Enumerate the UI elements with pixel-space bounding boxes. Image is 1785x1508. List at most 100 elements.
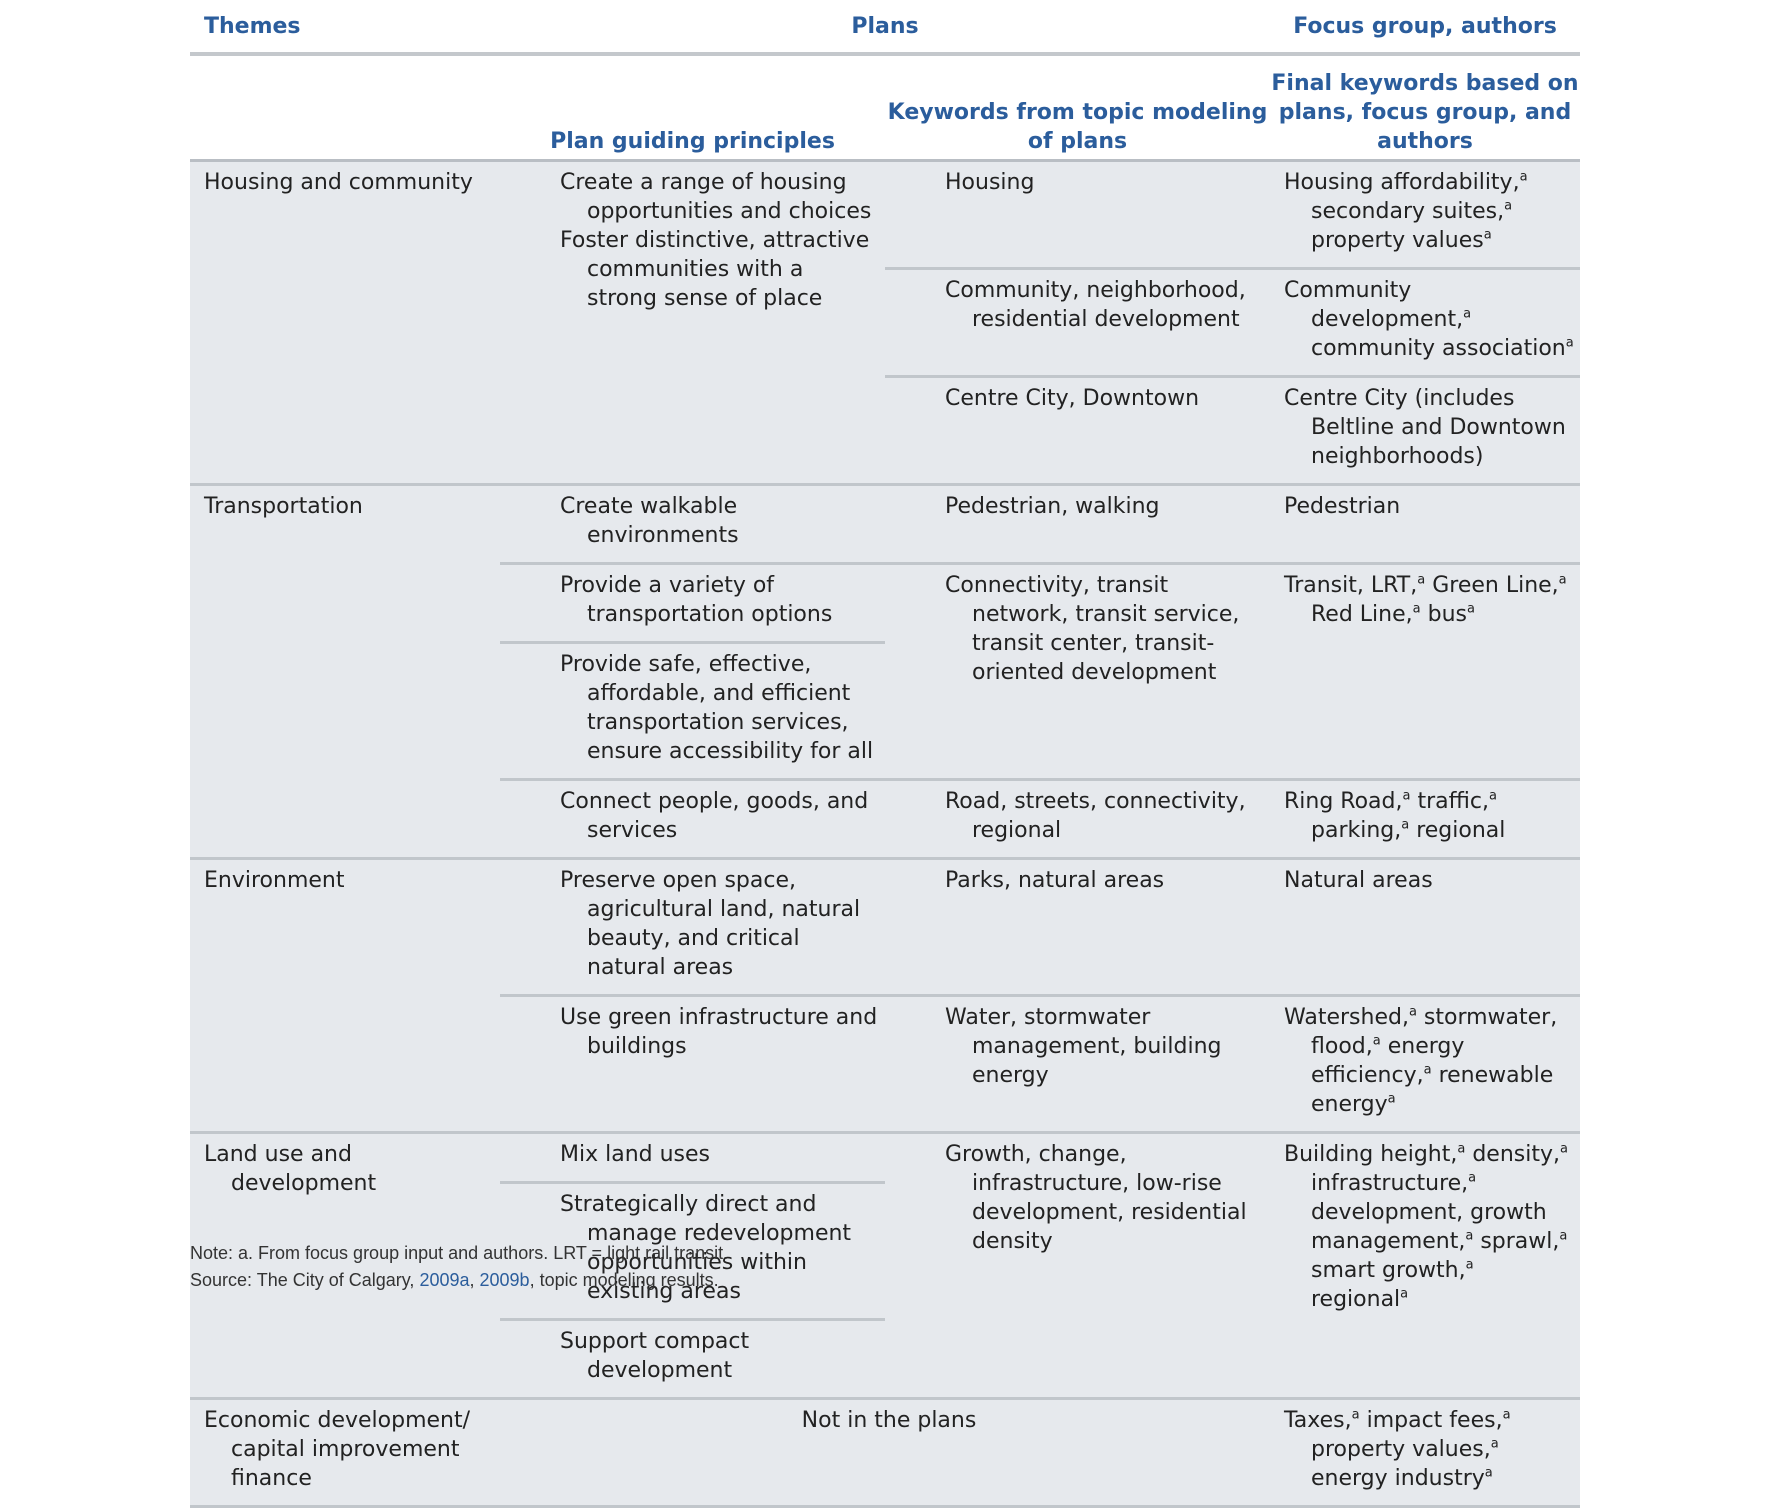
keyword-cell: Housing <box>885 160 1270 270</box>
footnote-mark: a <box>1400 1286 1409 1302</box>
source-link-2009b[interactable]: 2009b <box>479 1270 530 1290</box>
table-notes: Note: a. From focus group input and auth… <box>190 1240 728 1294</box>
header-row-top: Themes Plans Focus group, authors <box>190 0 1580 56</box>
source-link-2009a[interactable]: 2009a <box>419 1270 470 1290</box>
table-row: Provide a variety of transportation opti… <box>190 563 1580 781</box>
keyword-cell: Water, stormwater management, building e… <box>885 995 1270 1134</box>
theme-cell: Transportation <box>190 484 500 860</box>
keywords-table: Themes Plans Focus group, authors Plan g… <box>190 0 1580 1508</box>
footnote-mark: a <box>1483 227 1492 243</box>
footnote-mark: a <box>1372 1033 1381 1049</box>
table-row: Use green infrastructure and buildings W… <box>190 995 1580 1134</box>
footnote-mark: a <box>1408 1004 1417 1020</box>
final-cell: Housing affordability,a secondary suites… <box>1270 160 1580 270</box>
principle-cell: Preserve open space, agricultural land, … <box>500 858 885 997</box>
final-text: Centre City (includes Beltline and Downt… <box>1284 386 1566 469</box>
footnote-mark: a <box>1463 306 1472 322</box>
final-cell: Transit, LRT,a Green Line,a Red Line,a b… <box>1270 563 1580 781</box>
source-line: Source: The City of Calgary, 2009a, 2009… <box>190 1270 719 1290</box>
theme-label: Land use and development <box>204 1142 377 1196</box>
footnote-mark: a <box>1412 601 1421 617</box>
keyword-cell: Connectivity, transit network, transit s… <box>885 563 1270 781</box>
principle-text: Mix land uses <box>560 1142 711 1167</box>
principle-cell: Provide safe, effective, affordable, and… <box>500 642 885 781</box>
table-row: Connect people, goods, and services Road… <box>190 779 1580 860</box>
principle-cell: Provide a variety of transportation opti… <box>500 563 885 644</box>
keyword-text: Housing <box>945 170 1035 195</box>
final-text: Ring Road,a traffic,a parking,a regional <box>1284 788 1506 843</box>
theme-label: Housing and community <box>204 170 473 195</box>
footnote-mark: a <box>1559 1228 1568 1244</box>
principle-cell: Connect people, goods, and services <box>500 779 885 860</box>
final-text: Housing affordability,a secondary suites… <box>1284 169 1528 253</box>
keyword-text: Parks, natural areas <box>945 868 1165 893</box>
footnote-mark: a <box>1401 817 1410 833</box>
header-plans: Plans <box>500 0 1270 56</box>
final-text: Watershed,a stormwater, flood,a energy e… <box>1284 1004 1558 1117</box>
principle-text: Support compact development <box>560 1329 750 1383</box>
table-row: Community, neighborhood, residential dev… <box>190 268 1580 378</box>
keyword-cell: Road, streets, connectivity, regional <box>885 779 1270 860</box>
keyword-text: Growth, change, infrastructure, low-rise… <box>945 1142 1247 1254</box>
theme-label: Environment <box>204 868 345 893</box>
footnote-mark: a <box>1402 788 1411 804</box>
not-in-plans-text: Not in the plans <box>801 1408 977 1433</box>
header-principles: Plan guiding principles <box>500 54 885 162</box>
footnote-mark: a <box>1465 1228 1474 1244</box>
keyword-cell: Parks, natural areas <box>885 858 1270 997</box>
final-text: Community development,a community associ… <box>1284 278 1574 361</box>
footnote-mark: a <box>1504 198 1513 214</box>
table-row: Land use and development Mix land uses G… <box>190 1132 1580 1400</box>
keyword-cell: Growth, change, infrastructure, low-rise… <box>885 1132 1270 1400</box>
final-cell: Watershed,a stormwater, flood,a energy e… <box>1270 995 1580 1134</box>
keyword-text: Water, stormwater management, building e… <box>945 1005 1222 1088</box>
footnote-mark: a <box>1457 1141 1466 1157</box>
table-row: Housing and community Create a range of … <box>190 160 1580 486</box>
footnote-mark: a <box>1417 572 1426 588</box>
header-themes: Themes <box>190 0 500 56</box>
footnote-mark: a <box>1466 601 1475 617</box>
footnote-mark: a <box>1559 1141 1568 1157</box>
footnote-mark: a <box>1490 1436 1499 1452</box>
footnote-mark: a <box>1465 1257 1474 1273</box>
final-text: Taxes,a impact fees,a property values,a … <box>1284 1407 1511 1491</box>
principle-text: Provide a variety of transportation opti… <box>560 573 833 627</box>
principle-cell: Create a range of housing opportunities … <box>500 160 885 486</box>
footnote-mark: a <box>1387 1091 1396 1107</box>
principle-cell: Support compact development <box>500 1319 885 1400</box>
theme-cell: Housing and community <box>190 160 500 486</box>
theme-cell: Environment <box>190 858 500 1134</box>
footnote-mark: a <box>1502 1407 1511 1423</box>
table-row: Centre City, Downtown Centre City (inclu… <box>190 376 1580 486</box>
keyword-text: Centre City, Downtown <box>945 386 1200 411</box>
header-final: Final keywords based on plans, focus gro… <box>1270 54 1580 162</box>
theme-label: Economic development/ capital improvemen… <box>204 1408 471 1491</box>
keyword-text: Pedestrian, walking <box>945 494 1160 519</box>
final-cell: Centre City (includes Beltline and Downt… <box>1270 376 1580 486</box>
footnote-mark: a <box>1468 1170 1477 1186</box>
principle-text: Create walkable environments <box>560 494 739 548</box>
table-row: Economic development/ capital improvemen… <box>190 1398 1580 1508</box>
final-text: Pedestrian <box>1284 494 1401 519</box>
note-line: Note: a. From focus group input and auth… <box>190 1243 729 1263</box>
header-row-sub: Plan guiding principles Keywords from to… <box>190 54 1580 162</box>
table-row: Environment Preserve open space, agricul… <box>190 858 1580 1134</box>
footnote-mark: a <box>1423 1062 1432 1078</box>
footnote-mark: a <box>1351 1407 1360 1423</box>
keyword-cell: Community, neighborhood, residential dev… <box>885 268 1270 378</box>
final-text: Natural areas <box>1284 868 1433 893</box>
keyword-text: Connectivity, transit network, transit s… <box>945 573 1240 685</box>
final-cell: Building height,a density,a infrastructu… <box>1270 1132 1580 1400</box>
principle-cell: Create walkable environments <box>500 484 885 565</box>
footnote-mark: a <box>1488 788 1497 804</box>
final-text: Transit, LRT,a Green Line,a Red Line,a b… <box>1284 572 1567 627</box>
final-cell: Community development,a community associ… <box>1270 268 1580 378</box>
keyword-text: Road, streets, connectivity, regional <box>945 789 1246 843</box>
not-in-plans-cell: Not in the plans <box>500 1398 1270 1508</box>
keyword-text: Community, neighborhood, residential dev… <box>945 278 1246 332</box>
footnote-mark: a <box>1558 572 1567 588</box>
header-keywords: Keywords from topic modeling of plans <box>885 54 1270 162</box>
final-cell: Pedestrian <box>1270 484 1580 565</box>
table-container: Themes Plans Focus group, authors Plan g… <box>190 0 1580 1508</box>
theme-cell: Economic development/ capital improvemen… <box>190 1398 500 1508</box>
